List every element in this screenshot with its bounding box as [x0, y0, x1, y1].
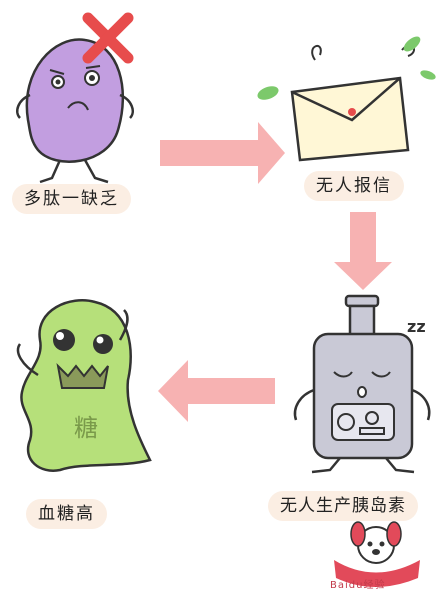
envelope-icon: [257, 36, 436, 162]
watermark-logo: [334, 521, 420, 587]
label-high-sugar: 血糖高: [26, 499, 107, 529]
label-no-signal: 无人报信: [304, 171, 404, 201]
red-cross-icon: [82, 12, 134, 64]
watermark-text: Baidu经验: [330, 580, 386, 591]
purple-peptide-character: [16, 38, 134, 184]
monster-sugar-text: 糖: [74, 414, 98, 442]
arrow-down: [334, 212, 392, 290]
sleep-zz-text: zz: [407, 317, 426, 336]
label-no-insulin: 无人生产胰岛素: [268, 491, 418, 521]
arrow-left: [158, 360, 275, 422]
label-peptide-lack: 多肽一缺乏: [12, 184, 131, 214]
arrow-right: [160, 122, 285, 184]
bottle-character: [293, 294, 431, 474]
green-sugar-monster: [16, 299, 152, 472]
